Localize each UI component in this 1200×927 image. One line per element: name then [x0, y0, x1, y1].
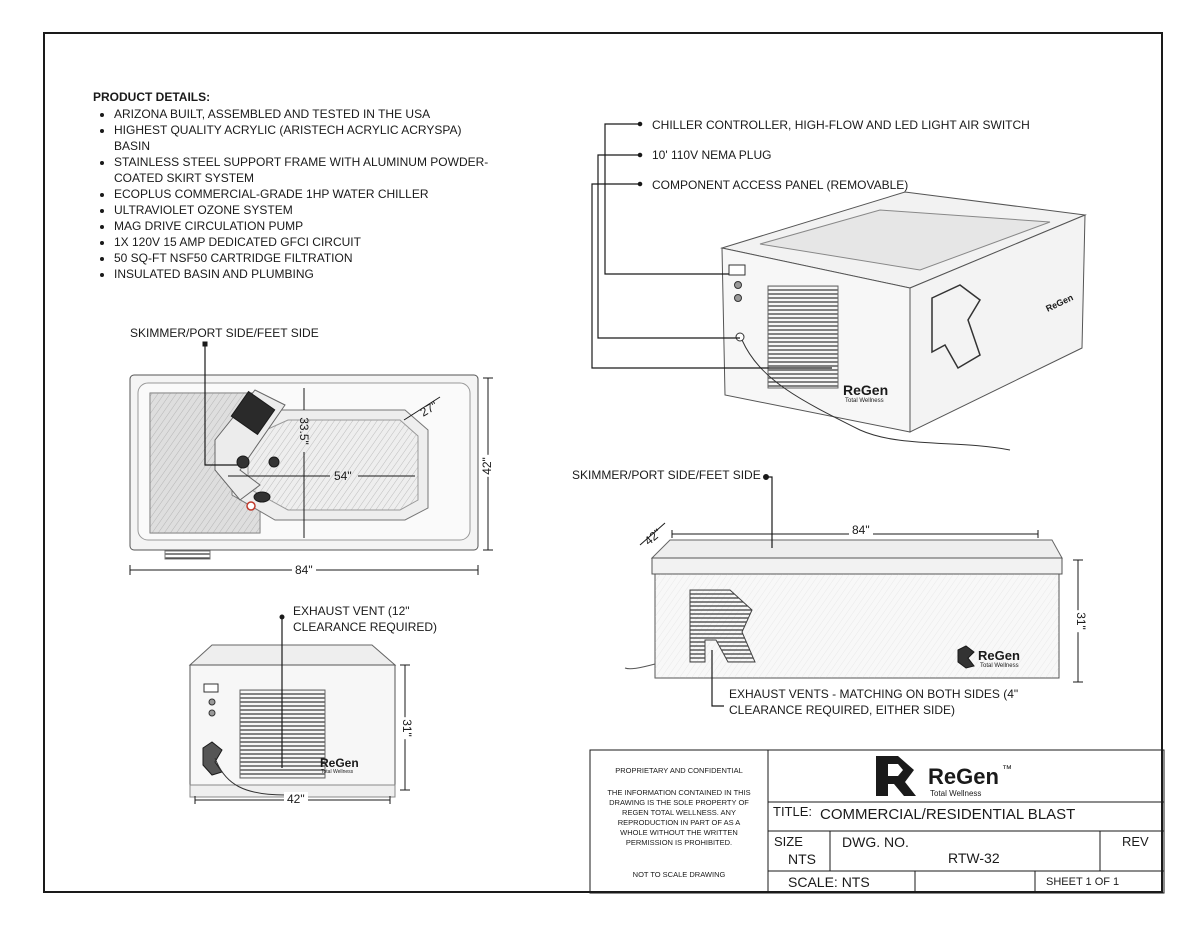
- detail-item: HIGHEST QUALITY ACRYLIC (ARISTECH ACRYLI…: [114, 122, 494, 154]
- detail-item: ARIZONA BUILT, ASSEMBLED AND TESTED IN T…: [114, 106, 494, 122]
- dwg-no-label: DWG. NO.: [842, 834, 909, 850]
- nema-plug: [735, 332, 745, 342]
- drain-red-port: [246, 501, 256, 511]
- sheet-text: SHEET 1 OF 1: [1046, 876, 1120, 888]
- confidential-body: THE INFORMATION CONTAINED IN THIS DRAWIN…: [607, 788, 751, 847]
- title-label: TITLE:: [773, 804, 813, 819]
- side-dim-height: 31": [1073, 610, 1088, 632]
- regen-logo-mark: [876, 756, 916, 796]
- top-view: [129, 341, 493, 575]
- detail-item: STAINLESS STEEL SUPPORT FRAME WITH ALUMI…: [114, 154, 494, 186]
- end-brand-name: ReGen: [320, 756, 359, 770]
- side-brand-name: ReGen: [978, 648, 1020, 663]
- top-dim-length: 84": [292, 563, 316, 577]
- title-value: COMMERCIAL/RESIDENTIAL BLAST: [820, 806, 1076, 823]
- iso-brand-tagline: Total Wellness: [845, 398, 884, 404]
- side-brand-tagline: Total Wellness: [980, 663, 1019, 669]
- size-label: SIZE: [774, 834, 803, 849]
- title-block-grid: [589, 749, 1165, 894]
- iso-view: [591, 121, 1087, 451]
- detail-item: MAG DRIVE CIRCULATION PUMP: [114, 218, 494, 234]
- side-view: [624, 474, 1083, 707]
- detail-item: INSULATED BASIN AND PLUMBING: [114, 266, 494, 282]
- title-block-brand-tagline: Total Wellness: [930, 789, 982, 798]
- iso-callout-panel: COMPONENT ACCESS PANEL (REMOVABLE): [652, 178, 909, 192]
- detail-item: 1X 120V 15 AMP DEDICATED GFCI CIRCUIT: [114, 234, 494, 250]
- side-view-callout-bottom: EXHAUST VENTS - MATCHING ON BOTH SIDES (…: [729, 687, 1019, 717]
- side-dim-length: 84": [849, 523, 873, 537]
- detail-item: ECOPLUS COMMERCIAL-GRADE 1HP WATER CHILL…: [114, 186, 494, 202]
- top-dim-width: 42": [479, 455, 494, 477]
- side-logo-graphic: [689, 589, 756, 663]
- iso-side-face: [909, 214, 1086, 433]
- end-view: [188, 614, 410, 804]
- dwg-no-value: RTW-32: [948, 850, 1000, 866]
- detail-item: 50 SQ-FT NSF50 CARTRIDGE FILTRATION: [114, 250, 494, 266]
- iso-callout-chiller: CHILLER CONTROLLER, HIGH-FLOW AND LED LI…: [652, 118, 1030, 132]
- chiller-controller: [728, 264, 746, 276]
- iso-brand-name: ReGen: [843, 382, 889, 398]
- end-dim-height: 31": [399, 717, 414, 739]
- title-block-brand-name: ReGen: [928, 764, 999, 789]
- skimmer-box: [230, 390, 276, 436]
- rev-label: REV: [1122, 834, 1149, 849]
- end-dim-width: 42": [284, 792, 308, 806]
- product-details-heading: PRODUCT DETAILS:: [93, 90, 211, 104]
- side-view-callout-top: SKIMMER/PORT SIDE/FEET SIDE: [572, 468, 761, 482]
- confidential-heading: PROPRIETARY AND CONFIDENTIAL: [615, 766, 743, 775]
- product-details-list: ARIZONA BUILT, ASSEMBLED AND TESTED IN T…: [98, 106, 494, 282]
- top-dim-inner-width: 33.5": [296, 417, 311, 445]
- top-view-callout: SKIMMER/PORT SIDE/FEET SIDE: [130, 326, 319, 340]
- jet-port: [236, 455, 250, 469]
- size-value: NTS: [788, 851, 816, 867]
- end-view-callout: EXHAUST VENT (12" CLEARANCE REQUIRED): [293, 604, 438, 634]
- end-brand-tagline: Total Wellness: [321, 769, 354, 775]
- scale-text: SCALE: NTS: [788, 874, 870, 890]
- drawing-border: [43, 32, 1163, 893]
- iso-callout-plug: 10' 110V NEMA PLUG: [652, 148, 772, 162]
- not-to-scale-note: NOT TO SCALE DRAWING: [632, 870, 726, 879]
- title-block-brand-tm: ™: [1002, 764, 1012, 775]
- iso-grille: [767, 285, 839, 389]
- top-dim-inner-length: 54": [334, 469, 352, 483]
- detail-item: ULTRAVIOLET OZONE SYSTEM: [114, 202, 494, 218]
